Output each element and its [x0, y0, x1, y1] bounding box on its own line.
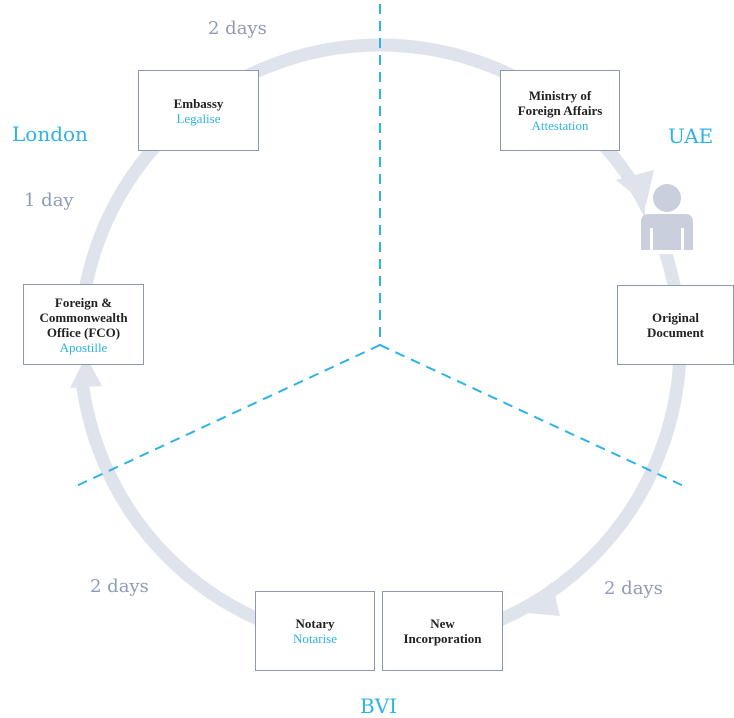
divider-left: [71, 344, 381, 489]
step-embassy-title: Embassy: [173, 95, 224, 111]
step-ministry-of-foreign-affairs: Ministry of Foreign Affairs Attestation: [500, 70, 620, 151]
step-new-incorporation-title: New Incorporation: [403, 616, 482, 646]
step-mofa-action: Attestation: [531, 118, 589, 133]
arrowhead-left: [70, 356, 102, 388]
duration-bottom-left: 2 days: [90, 576, 149, 597]
step-fco-action: Apostille: [59, 339, 108, 355]
arrowhead-bottom-right: [516, 582, 560, 616]
duration-left: 1 day: [24, 190, 74, 211]
step-mofa-title: Ministry of Foreign Affairs: [517, 88, 603, 118]
step-fco: Foreign & Commonwealth Office (FCO) Apos…: [23, 284, 144, 365]
region-london: London: [12, 122, 88, 146]
arrowhead-right-top: [616, 170, 654, 205]
divider-right: [379, 344, 689, 489]
step-embassy: Embassy Legalise: [138, 70, 259, 151]
step-new-incorporation: New Incorporation: [382, 591, 503, 671]
person-icon: [641, 184, 693, 250]
step-embassy-action: Legalise: [176, 110, 221, 126]
duration-top: 2 days: [208, 18, 267, 39]
region-uae: UAE: [668, 124, 714, 148]
region-bvi: BVI: [360, 694, 398, 718]
step-fco-title: Foreign & Commonwealth Office (FCO): [39, 294, 128, 340]
step-original-document: Original Document: [617, 285, 734, 365]
step-original-title: Original Document: [646, 310, 705, 340]
step-notary-title: Notary: [295, 616, 335, 631]
step-notary: Notary Notarise: [255, 591, 375, 671]
duration-bottom-right: 2 days: [604, 578, 663, 599]
step-notary-action: Notarise: [292, 631, 338, 646]
